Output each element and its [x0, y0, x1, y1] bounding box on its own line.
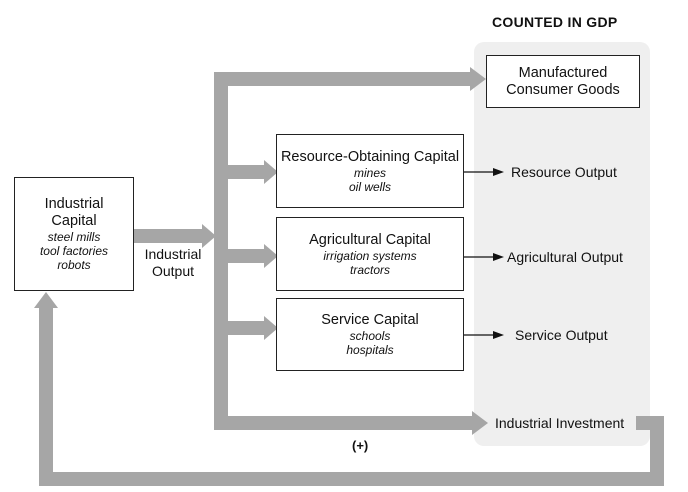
trunk-vertical [214, 72, 228, 430]
agricultural-capital-title: Agricultural Capital [309, 231, 431, 248]
resource-capital-item: oil wells [348, 179, 391, 194]
service-output-head [493, 331, 504, 339]
branch-resource [228, 165, 264, 179]
resource-output-label: Resource Output [511, 164, 617, 180]
industrial-investment-label: Industrial Investment [495, 415, 625, 431]
branch-service [228, 321, 264, 335]
output-arrows [464, 168, 504, 339]
resource-capital-box: Resource-Obtaining Capital mines oil wel… [276, 134, 464, 208]
branch-resource-head [264, 160, 278, 184]
feedback-head [34, 292, 58, 308]
industrial-capital-title-1: Industrial [44, 196, 104, 212]
manufactured-goods-box: Manufactured Consumer Goods [486, 55, 640, 108]
service-output-label: Service Output [515, 327, 608, 343]
feedback-sign: (+) [352, 438, 369, 453]
branch-consumer-goods [214, 72, 470, 86]
branch-service-head [264, 316, 278, 340]
resource-capital-item: mines [353, 165, 386, 180]
service-capital-item: hospitals [346, 343, 394, 357]
resource-output-head [493, 168, 504, 176]
branch-investment-head [472, 411, 488, 435]
agricultural-capital-item: irrigation systems [323, 248, 417, 263]
gdp-heading: COUNTED IN GDP [492, 14, 618, 30]
industrial-capital-item: steel mills [47, 230, 101, 244]
feedback-bottom [39, 472, 664, 486]
branch-agricultural [228, 249, 264, 263]
industrial-output-label: Industrial Output [137, 246, 209, 280]
agricultural-capital-item: tractors [349, 262, 390, 277]
resource-capital-title: Resource-Obtaining Capital [280, 148, 460, 165]
feedback-up [39, 308, 53, 486]
service-capital-box: Service Capital schools hospitals [276, 298, 464, 371]
flow-arrows [34, 67, 664, 486]
industrial-capital-title-2: Capital [51, 213, 97, 229]
industrial-capital-item: robots [57, 258, 91, 272]
branch-consumer-goods-head [470, 67, 486, 91]
manufactured-goods-line2: Consumer Goods [506, 81, 620, 98]
agricultural-output-head [493, 253, 504, 261]
service-capital-item: schools [349, 329, 391, 343]
industrial-output-line2: Output [151, 263, 195, 279]
industrial-output-arrow-head [202, 224, 216, 248]
branch-agricultural-head [264, 244, 278, 268]
agricultural-output-label: Agricultural Output [507, 249, 623, 265]
gdp-panel [474, 42, 650, 446]
feedback-down [650, 416, 664, 486]
industrial-output-line1: Industrial [144, 246, 202, 262]
industrial-output-arrow-shaft [134, 229, 202, 243]
service-capital-title: Service Capital [321, 312, 419, 328]
manufactured-goods-line1: Manufactured [518, 64, 608, 81]
branch-investment [214, 416, 472, 430]
industrial-capital-item: tool factories [39, 244, 109, 258]
agricultural-capital-box: Agricultural Capital irrigation systems … [276, 217, 464, 291]
industrial-capital-box: Industrial Capital steel mills tool fact… [14, 177, 134, 291]
